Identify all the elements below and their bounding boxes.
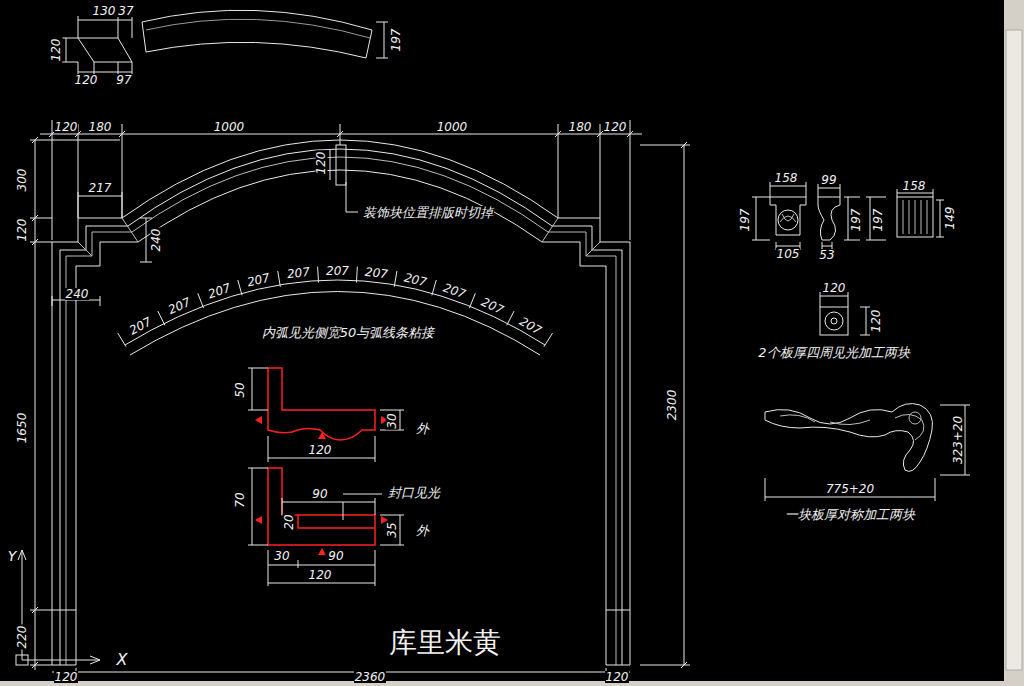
dimension-text: 37: [117, 5, 134, 17]
dimension-text: 120: [870, 309, 882, 334]
dimension-text: 207: [325, 265, 350, 277]
dimension-text: 207: [285, 266, 311, 281]
note-text: X: [116, 652, 129, 668]
dimension-text: 220: [16, 625, 28, 650]
dimension-text: 158: [902, 180, 927, 192]
dimension-text: 180: [568, 121, 593, 133]
note-text: 封口见光: [387, 486, 441, 499]
dimension-text: 197: [872, 208, 884, 233]
dimension-text: 300: [16, 168, 28, 193]
dimension-text: 97: [115, 74, 132, 86]
dimension-text: 120: [605, 671, 630, 683]
dimension-text: 2360: [354, 671, 387, 683]
dimension-text: 207: [166, 296, 194, 317]
dimension-text: 20: [283, 513, 295, 530]
note-text: 2个板厚四周见光加工两块: [757, 346, 910, 359]
dimension-text: 149: [944, 206, 956, 231]
dimension-text: 30: [273, 550, 290, 562]
arc-tick: [317, 267, 319, 283]
dimension-text: 775+20: [825, 483, 875, 495]
arc-tick: [356, 267, 358, 283]
dimension-text: 207: [126, 315, 154, 338]
arc-tick: [507, 311, 514, 325]
dimension-text: 90: [311, 488, 328, 500]
dimension-text: 50: [234, 381, 246, 398]
dimension-text: 197: [390, 28, 402, 53]
dimension-text: 130: [92, 5, 117, 17]
dimension-text: 53: [818, 249, 835, 261]
dimension-text: 197: [850, 208, 862, 233]
dimension-text: 2300: [666, 389, 678, 422]
arc-tick: [198, 293, 204, 308]
dimension-text: 207: [517, 314, 545, 337]
dimension-text: 120: [74, 74, 99, 86]
note-text: 外: [415, 422, 430, 435]
dimension-text: 120: [308, 444, 333, 456]
dimension-text: 120: [308, 569, 333, 581]
dimension-text: 105: [776, 248, 801, 260]
note-text: 装饰块位置排版时切掉: [362, 206, 494, 219]
dimension-text: 240: [150, 228, 162, 253]
dimension-text: 120: [603, 121, 628, 133]
arc-tick: [238, 280, 242, 295]
dimension-text: 217: [88, 182, 113, 194]
note-text: 一块板厚对称加工两块: [784, 508, 916, 521]
dimension-text: 1650: [16, 412, 28, 445]
note-text: Y: [7, 549, 18, 563]
dimension-text: 120: [54, 121, 79, 133]
arc-tick: [544, 333, 553, 347]
dimension-text: 1000: [213, 121, 246, 133]
dimension-text: 180: [88, 121, 113, 133]
dimension-text: 197: [739, 208, 751, 233]
dimension-text: 207: [402, 271, 429, 288]
dimension-text: 120: [822, 282, 847, 294]
dimension-text: 323+20: [952, 415, 964, 465]
arc-tick: [158, 311, 165, 325]
dimension-text: 90: [327, 550, 344, 562]
dimension-text: 120: [50, 38, 62, 63]
dimension-text: 207: [479, 296, 507, 317]
note-text: 外: [415, 524, 430, 537]
arc-tick: [394, 271, 397, 287]
dimension-text: 35: [386, 521, 398, 538]
dimension-text: 30: [386, 412, 398, 429]
dimension-text: 120: [16, 218, 28, 243]
arc-tick: [432, 280, 436, 295]
arc-tick: [118, 333, 126, 347]
dimension-text: 120: [315, 151, 327, 176]
note-text: 内弧见光侧宽50与弧线条粘接: [261, 326, 436, 339]
dimension-text: 99: [820, 174, 837, 186]
dimension-text: 1000: [436, 121, 469, 133]
dimension-text: 207: [364, 266, 390, 281]
dimension-text: 120: [54, 671, 79, 683]
dimension-text: 240: [65, 288, 90, 300]
dimension-text: 70: [234, 491, 246, 508]
arc-tick: [278, 271, 281, 287]
note-text: 库里米黄: [388, 629, 502, 657]
arc-tick: [469, 293, 475, 308]
dimension-text: 207: [245, 271, 272, 288]
dimension-text: 158: [774, 172, 799, 184]
